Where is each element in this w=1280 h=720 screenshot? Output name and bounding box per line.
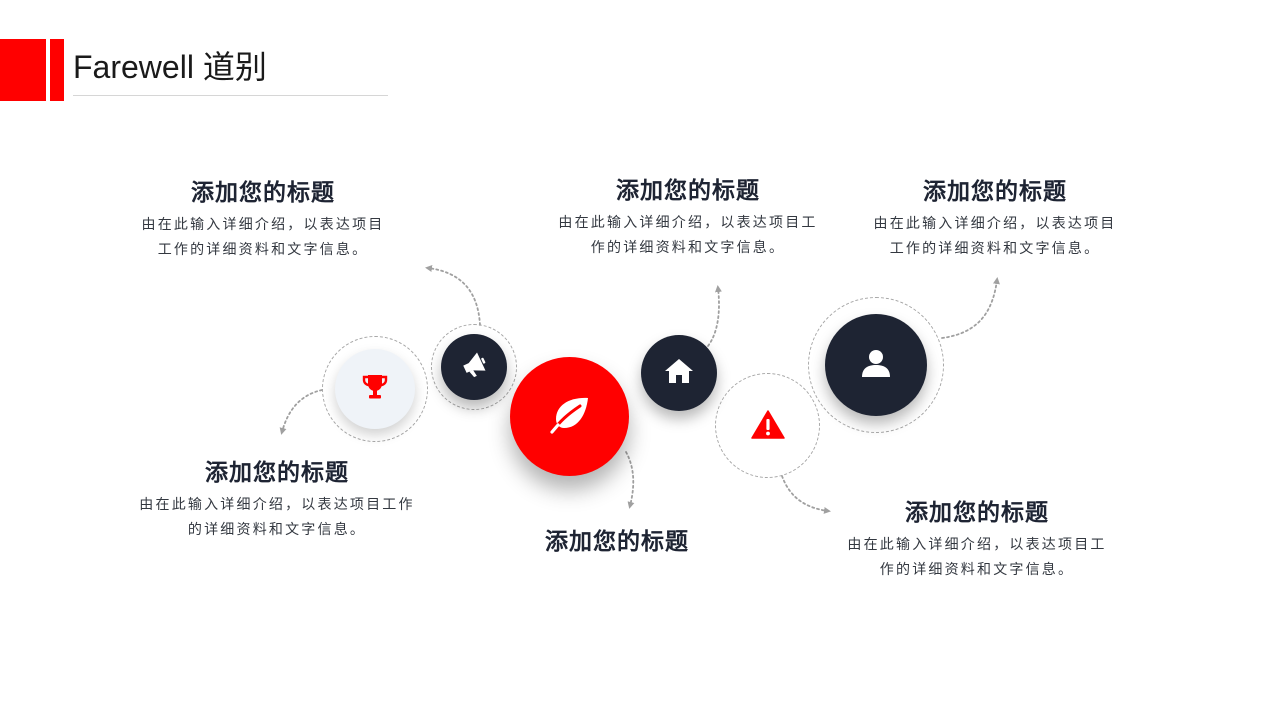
- warning-icon: [751, 409, 785, 443]
- user-node: [825, 314, 927, 416]
- block-description: 由在此输入详细介绍，以表达项目工 作的详细资料和文字信息。: [822, 533, 1132, 583]
- megaphone-icon: [459, 350, 489, 384]
- description-line: 由在此输入详细介绍，以表达项目工: [558, 215, 818, 231]
- connector-warning: [781, 475, 831, 514]
- page-title: Farewell 道别: [73, 49, 267, 85]
- megaphone-node: [441, 334, 507, 400]
- home-node: [641, 335, 717, 411]
- leaf-icon: [548, 395, 592, 439]
- trophy-icon: [361, 372, 389, 406]
- description-line: 工作的详细资料和文字信息。: [157, 242, 369, 258]
- description-line: 工作的详细资料和文字信息。: [889, 241, 1101, 257]
- header-divider: [73, 95, 388, 96]
- user-node-ring: [808, 297, 944, 433]
- block-title: 添加您的标题: [905, 500, 1049, 526]
- text-block-warning: 添加您的标题 由在此输入详细介绍，以表达项目工 作的详细资料和文字信息。: [822, 497, 1132, 583]
- description-line: 由在此输入详细介绍，以表达项目工: [847, 537, 1107, 553]
- header-accent-bar: [50, 39, 64, 101]
- trophy-node-ring: [322, 336, 428, 442]
- description-line: 由在此输入详细介绍，以表达项目: [141, 217, 385, 233]
- block-description: 由在此输入详细介绍，以表达项目工 作的详细资料和文字信息。: [533, 211, 843, 261]
- user-icon: [860, 347, 892, 383]
- warning-node: [728, 386, 808, 466]
- description-line: 的详细资料和文字信息。: [187, 522, 367, 538]
- block-description: 由在此输入详细介绍，以表达项目工作 的详细资料和文字信息。: [117, 493, 437, 543]
- description-line: 由在此输入详细介绍，以表达项目: [873, 216, 1117, 232]
- block-title: 添加您的标题: [616, 178, 760, 204]
- text-block-home: 添加您的标题 由在此输入详细介绍，以表达项目工 作的详细资料和文字信息。: [533, 175, 843, 261]
- connector-megaphone: [425, 265, 481, 326]
- text-block-megaphone: 添加您的标题 由在此输入详细介绍，以表达项目 工作的详细资料和文字信息。: [113, 177, 413, 263]
- block-title: 添加您的标题: [923, 179, 1067, 205]
- text-block-trophy: 添加您的标题 由在此输入详细介绍，以表达项目工作 的详细资料和文字信息。: [117, 457, 437, 543]
- connector-leaf: [625, 451, 635, 509]
- megaphone-node-ring: [431, 324, 517, 410]
- description-line: 由在此输入详细介绍，以表达项目工作: [139, 497, 415, 513]
- block-description: 由在此输入详细介绍，以表达项目 工作的详细资料和文字信息。: [113, 213, 413, 263]
- block-title: 添加您的标题: [191, 180, 335, 206]
- leaf-node: [510, 357, 629, 476]
- description-line: 作的详细资料和文字信息。: [590, 240, 786, 256]
- connector-home: [707, 285, 722, 347]
- description-line: 作的详细资料和文字信息。: [879, 562, 1075, 578]
- trophy-node: [335, 349, 415, 429]
- warning-node-ring: [715, 373, 820, 478]
- block-description: 由在此输入详细介绍，以表达项目 工作的详细资料和文字信息。: [845, 212, 1145, 262]
- block-title: 添加您的标题: [205, 460, 349, 486]
- header-accent-block: [0, 39, 46, 101]
- home-icon: [664, 357, 694, 389]
- text-block-leaf: 添加您的标题: [497, 526, 737, 558]
- block-title: 添加您的标题: [545, 529, 689, 555]
- text-block-user: 添加您的标题 由在此输入详细介绍，以表达项目 工作的详细资料和文字信息。: [845, 176, 1145, 262]
- connector-trophy: [279, 389, 323, 435]
- connector-user: [941, 277, 1000, 339]
